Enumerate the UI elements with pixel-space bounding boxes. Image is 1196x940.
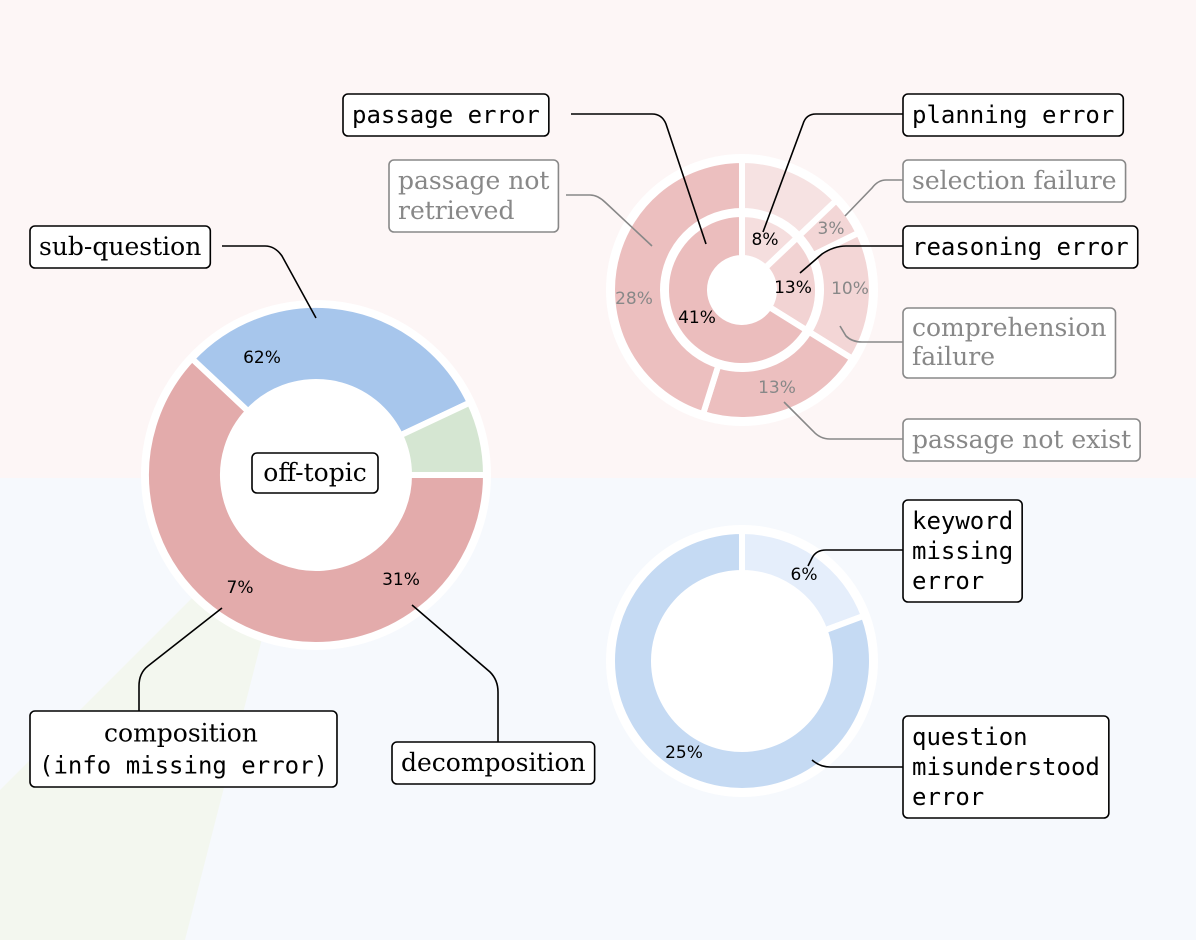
leader-reasoning-error	[799, 245, 903, 274]
pct-passage-error: 41%	[678, 308, 716, 328]
center-label-off-topic: off-topic	[251, 452, 379, 494]
label-selection-failure: selection failure	[902, 159, 1127, 203]
label-planning-error: planning error	[902, 93, 1125, 137]
leader-passage-not-exist	[783, 401, 903, 440]
leader-keyword-missing-error	[807, 549, 903, 567]
label-decomposition: decomposition	[391, 741, 596, 785]
svg-text:reasoning error: reasoning error	[912, 233, 1129, 261]
off-topic-pct-composition-info-missing-error: 7%	[227, 578, 254, 598]
label-passage-not-exist: passage not exist	[902, 418, 1141, 462]
inner-slice-reasoning-error	[760, 233, 821, 335]
off-topic-slice-composition-info-missing-error	[396, 398, 490, 478]
svg-text:composition(info missing error: composition(info missing error)	[39, 718, 328, 779]
pct-passage-not-retrieved: 28%	[615, 289, 653, 309]
inner-slice-passage-error	[663, 210, 811, 369]
keyword-chart-slice-question-misunderstood-error	[609, 527, 875, 794]
svg-text:sub-question: sub-question	[39, 232, 201, 261]
leader-planning-error	[762, 113, 903, 233]
pct-question-misunderstood-error: 25%	[665, 743, 703, 763]
svg-text:passage not exist: passage not exist	[912, 425, 1131, 454]
pct-reasoning-error: 13%	[774, 278, 812, 298]
svg-text:off-topic: off-topic	[263, 458, 366, 487]
leader-composition	[138, 607, 223, 712]
label-sub-question: sub-question	[29, 225, 212, 269]
pct-keyword-missing-error: 6%	[791, 565, 818, 585]
pct-planning-error: 8%	[752, 230, 779, 250]
label-reasoning-error: reasoning error	[902, 225, 1139, 269]
leader-passage-not-retrieved	[566, 194, 653, 247]
off-topic-pct-decomposition: 31%	[382, 570, 420, 590]
off-topic-slice-decomposition	[187, 302, 474, 440]
label-passage-error: passage error	[342, 93, 550, 137]
label-composition: composition(info missing error)	[29, 710, 338, 788]
leader-question-misunderstood-error	[811, 759, 903, 768]
svg-text:selection failure: selection failure	[912, 166, 1117, 195]
pct-comprehension-failure: 10%	[831, 279, 869, 299]
pct-passage-not-exist: 13%	[758, 378, 796, 398]
leader-decomposition	[411, 604, 499, 742]
svg-text:decomposition: decomposition	[401, 748, 586, 777]
leader-selection-failure	[844, 179, 903, 217]
leader-passage-error	[571, 113, 707, 245]
off-topic-slice-sub-question	[143, 354, 490, 648]
leader-comprehension-failure	[839, 325, 903, 343]
off-topic-pct-sub-question: 62%	[243, 348, 281, 368]
pct-selection-failure: 3%	[818, 219, 845, 239]
svg-text:planning error: planning error	[912, 101, 1114, 129]
svg-text:passage error: passage error	[352, 101, 540, 129]
leader-sub-question	[222, 245, 317, 319]
